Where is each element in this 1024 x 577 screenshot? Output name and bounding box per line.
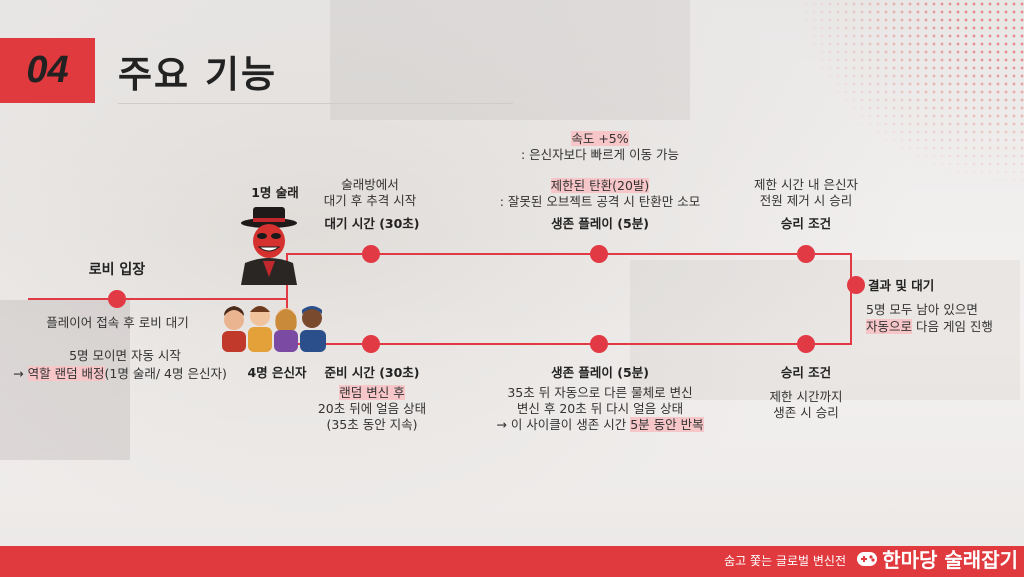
prep-time-title: 준비 시간 (30초) [324, 365, 420, 380]
page-title: 주요 기능 [118, 53, 278, 96]
random-transform-highlight: 랜덤 변신 후 [339, 385, 405, 400]
lobby-start-desc: 5명 모이면 자동 시작 [69, 348, 181, 363]
result-title: 결과 및 대기 [868, 278, 935, 293]
speed-highlight: 속도 +5% [571, 131, 629, 146]
result-desc1: 5명 모두 남아 있으면 [866, 302, 978, 317]
bottom-survive-title: 생존 플레이 (5분) [551, 365, 649, 380]
tagger-avatar [241, 207, 297, 285]
lobby-title: 로비 입장 [88, 262, 146, 278]
result-desc2: 자동으로 다음 게임 진행 [866, 318, 1016, 335]
arrow-text: → [13, 366, 28, 381]
top-timeline-line [286, 253, 851, 255]
tagger-win-desc2: 전원 제거 시 승리 [759, 193, 853, 208]
footer-logo: 한마당 술래잡기 [856, 544, 1018, 573]
prep-desc3: (35초 동안 지속) [326, 417, 418, 432]
section-number: 04 [0, 38, 95, 103]
prep-desc2: 20초 뒤에 얼음 상태 [317, 401, 427, 416]
hiders-label: 4명 은신자 [247, 365, 307, 380]
lobby-line [28, 298, 288, 300]
branch-vertical-line [286, 254, 288, 344]
title-divider [118, 103, 513, 104]
hider-win-desc2: 생존 시 승리 [773, 405, 839, 420]
lobby-role-desc: → 역할 랜덤 배정(1명 술래/ 4명 은신자) [0, 365, 240, 382]
bottom-win-dot [797, 335, 815, 353]
hider-win-title: 승리 조건 [780, 365, 832, 380]
speed-desc: : 은신자보다 빠르게 이동 가능 [520, 147, 680, 162]
bottom-prep-dot [362, 335, 380, 353]
bottom-survive-desc2: 변신 후 20초 뒤 다시 얼음 상태 [516, 401, 684, 416]
bottom-survive-desc3: → 이 사이클이 생존 시간 5분 동안 반복 [470, 416, 730, 433]
top-survive-dot [590, 245, 608, 263]
tagger-win-title: 승리 조건 [780, 216, 832, 231]
speed-title: 속도 +5% [540, 130, 660, 147]
prep-desc1: 랜덤 변신 후 [320, 384, 424, 401]
result-vertical-line [850, 253, 852, 345]
footer-bar [0, 546, 1024, 577]
top-win-dot [797, 245, 815, 263]
game-logo-icon [857, 551, 878, 566]
wait-time-title: 대기 시간 (30초) [324, 216, 420, 231]
next-game-text: 다음 게임 진행 [912, 319, 993, 334]
bg-shape-right [630, 260, 1020, 400]
wait-desc-line2: 대기 후 추격 시작 [323, 193, 417, 208]
bottom-timeline-line [286, 343, 851, 345]
lobby-dot [108, 290, 126, 308]
hider-win-desc1: 제한 시간까지 [769, 389, 843, 404]
repeat-highlight: 5분 동안 반복 [630, 417, 704, 432]
top-wait-dot [362, 245, 380, 263]
role-split-text: (1명 술래/ 4명 은신자) [104, 366, 227, 381]
role-random-highlight: 역할 랜덤 배정 [27, 366, 105, 381]
bg-shape-top [330, 0, 690, 120]
bottom-survive-dot [590, 335, 608, 353]
footer-tagline: 숨고 쫓는 글로벌 변신전 [724, 554, 846, 568]
ammo-title: 제한된 탄환(20발) [520, 177, 680, 194]
lobby-desc: 플레이어 접속 후 로비 대기 [46, 315, 189, 330]
tagger-win-desc1: 제한 시간 내 은신자 [754, 177, 858, 192]
auto-highlight: 자동으로 [866, 319, 913, 334]
result-dot [847, 276, 865, 294]
bottom-survive-desc1: 35초 뒤 자동으로 다른 물체로 변신 [507, 385, 693, 400]
decorative-dots [794, 0, 1024, 190]
hiders-avatar [222, 306, 326, 352]
cycle-text: → 이 사이클이 생존 시간 [496, 417, 631, 432]
top-survive-title: 생존 플레이 (5분) [551, 216, 649, 231]
footer-logo-text: 한마당 술래잡기 [882, 548, 1018, 572]
tagger-label: 1명 술래 [251, 185, 299, 200]
wait-desc-line1: 술래방에서 [341, 177, 399, 192]
ammo-desc: : 잘못된 오브젝트 공격 시 탄환만 소모 [499, 194, 701, 209]
ammo-highlight: 제한된 탄환(20발) [550, 178, 650, 193]
